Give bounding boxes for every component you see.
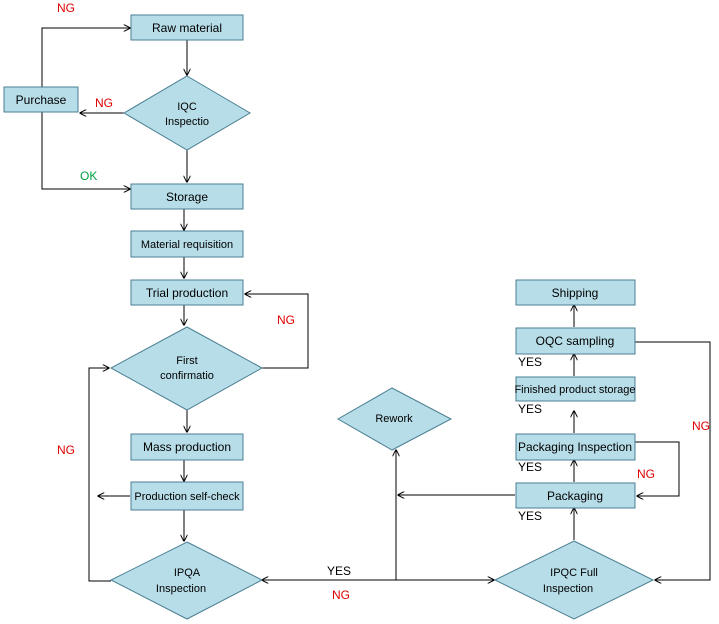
label-yes-packaging: YES [518, 509, 542, 523]
edge-first-to-trial [245, 294, 309, 369]
ipqa-label-line1: IPQA [174, 567, 201, 579]
label-yes-finished: YES [518, 402, 542, 416]
shipping-label: Shipping [552, 286, 599, 300]
label-ng-right: NG [692, 419, 710, 433]
iqc-label-line1: IQC [177, 101, 197, 113]
first-label-line1: First [176, 355, 197, 367]
node-packaging: Packaging [515, 482, 636, 509]
label-yes-oqc: YES [518, 355, 542, 369]
raw-material-label: Raw material [152, 21, 222, 35]
packaging-inspection-label: Packaging Inspection [518, 440, 632, 454]
iqc-label-line2: Inspectio [165, 116, 209, 128]
node-ipqc-full-inspection: IPQC Full Inspection [493, 540, 655, 620]
node-rework: Rework [336, 387, 453, 451]
label-ng-ipqa: NG [332, 588, 350, 602]
edge-labels: NG NG OK NG NG YES NG YES NG YES YES YES… [57, 1, 710, 602]
node-raw-material: Raw material [130, 14, 244, 41]
node-first-confirmation: First confirmatio [109, 326, 264, 411]
storage-label: Storage [166, 190, 208, 204]
purchase-label: Purchase [16, 93, 67, 107]
trial-production-label: Trial production [146, 286, 228, 300]
edge-packinsp-to-packaging [635, 441, 680, 496]
finished-storage-label: Finished product storage [514, 384, 635, 396]
label-yes-pack-insp: YES [518, 460, 542, 474]
node-material-requisition: Material requisition [130, 230, 244, 258]
edge-purchase-to-storage [41, 112, 130, 189]
first-label-line2: confirmatio [160, 370, 214, 382]
node-storage: Storage [130, 183, 244, 210]
label-ng-pack-insp: NG [637, 467, 655, 481]
label-yes-ipqa: YES [327, 564, 351, 578]
material-requisition-label: Material requisition [141, 239, 233, 251]
packaging-label: Packaging [547, 489, 603, 503]
edge-ipqa-to-first [88, 368, 111, 582]
node-packaging-inspection: Packaging Inspection [515, 433, 636, 461]
edges [41, 28, 711, 582]
label-ok-storage: OK [80, 169, 97, 183]
node-mass-production: Mass production [130, 433, 244, 461]
ipqa-label-line2: Inspection [156, 583, 206, 595]
node-finished-product-storage: Finished product storage [514, 376, 636, 402]
node-trial-production: Trial production [130, 279, 244, 306]
rework-label: Rework [375, 413, 413, 425]
label-ng-first: NG [277, 313, 295, 327]
node-production-self-check: Production self-check [130, 481, 244, 511]
ipqc-label-line1: IPQC Full [550, 567, 598, 579]
mass-production-label: Mass production [143, 440, 231, 454]
node-purchase: Purchase [3, 86, 79, 113]
oqc-sampling-label: OQC sampling [536, 334, 615, 348]
node-shipping: Shipping [515, 279, 636, 306]
edge-oqc-to-ipqc [635, 341, 711, 580]
node-iqc-inspection: IQC Inspectio [123, 75, 251, 151]
ipqc-label-line2: Inspection [543, 583, 593, 595]
edge-purchase-to-raw [41, 28, 130, 87]
label-ng-top: NG [57, 1, 75, 15]
label-ng-left: NG [57, 443, 75, 457]
label-ng-iqc: NG [95, 96, 113, 110]
node-oqc-sampling: OQC sampling [515, 327, 636, 355]
self-check-label: Production self-check [134, 491, 240, 503]
node-ipqa-inspection: IPQA Inspection [109, 541, 264, 620]
